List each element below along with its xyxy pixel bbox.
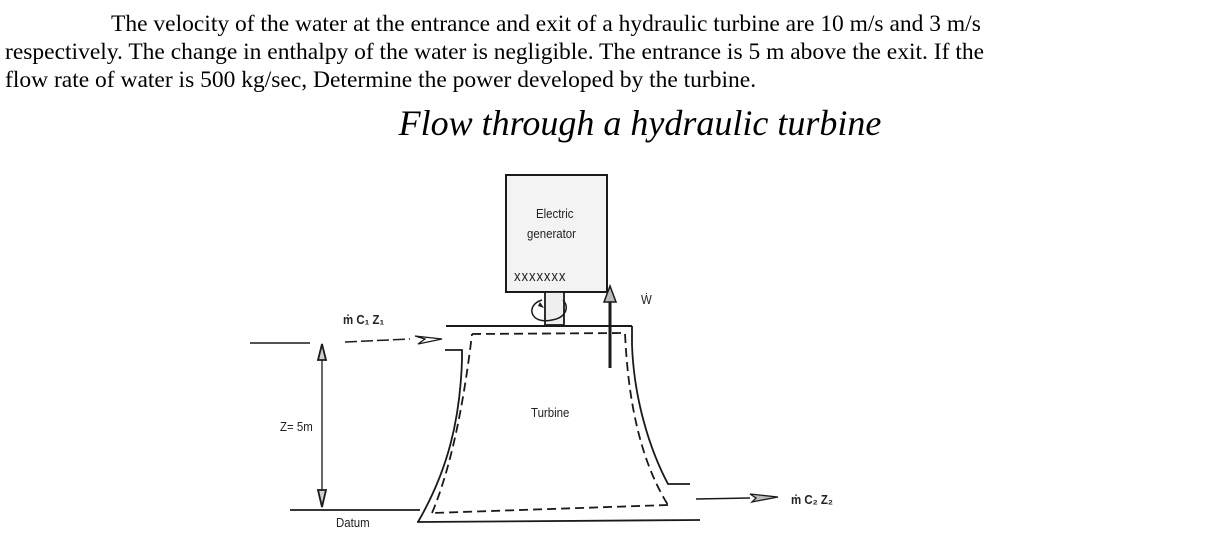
generator-label-2: generator	[527, 226, 576, 241]
work-label: Ẇ	[641, 292, 652, 307]
datum-label: Datum	[336, 515, 370, 530]
problem-statement: The velocity of the water at the entranc…	[5, 10, 1220, 94]
problem-line-3: flow rate of water is 500 kg/sec, Determ…	[5, 67, 757, 93]
work-arrow-icon	[602, 283, 618, 303]
problem-line-1: The velocity of the water at the entranc…	[111, 11, 981, 37]
inlet-arrow-icon	[414, 335, 443, 345]
generator-label-1: Electric	[536, 206, 574, 221]
generator-windings: xxxxxxx	[514, 268, 567, 285]
control-volume	[431, 332, 669, 514]
height-arrow-up-icon	[316, 343, 328, 361]
figure-title: Flow through a hydraulic turbine	[398, 103, 882, 143]
generator-box	[505, 174, 608, 293]
turbine-label: Turbine	[531, 405, 570, 420]
rotation-arrow-icon	[531, 299, 567, 322]
height-arrow-down-icon	[316, 489, 328, 508]
problem-line-2: respectively. The change in enthalpy of …	[5, 39, 985, 65]
inlet-label: ṁ C₁ Z₁	[343, 312, 385, 327]
outlet-label: ṁ C₂ Z₂	[791, 492, 833, 507]
height-label: Z= 5m	[280, 419, 313, 434]
outlet-arrow-icon	[749, 493, 779, 504]
